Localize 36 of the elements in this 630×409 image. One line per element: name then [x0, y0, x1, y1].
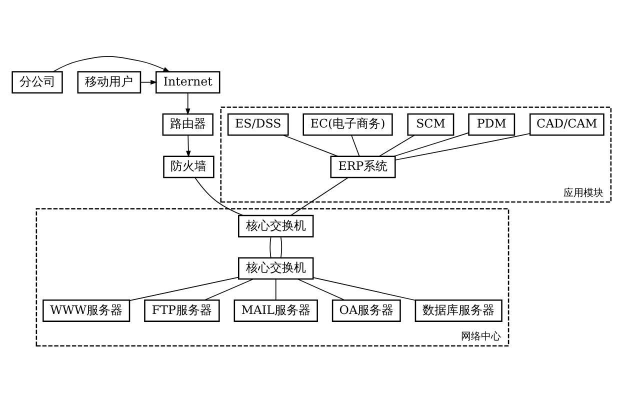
- node-box: 核心交换机: [238, 257, 314, 280]
- connector: [283, 134, 338, 157]
- arrow: [186, 92, 190, 116]
- connector: [194, 177, 244, 216]
- node-box: SCM: [407, 113, 454, 136]
- arrow: [186, 134, 191, 158]
- connector: [280, 236, 282, 258]
- node-box: 防火墙: [163, 156, 214, 178]
- node-box: WWW服务器: [42, 300, 130, 322]
- arrow: [140, 80, 158, 85]
- connector: [312, 277, 416, 301]
- connector: [394, 133, 530, 160]
- node-box: PDM: [468, 113, 516, 136]
- node-box: MAIL服务器: [234, 300, 318, 322]
- node-box: CAD/CAM: [529, 113, 604, 136]
- arrow: [53, 56, 170, 72]
- node-box: 移动用户: [77, 71, 142, 94]
- connector: [204, 278, 254, 301]
- node-box: Internet: [156, 71, 220, 94]
- connector: [290, 177, 349, 216]
- node-box: OA服务器: [332, 300, 401, 322]
- connector: [129, 276, 239, 302]
- node-box: 数据库服务器: [414, 300, 502, 322]
- node-box: ES/DSS: [227, 113, 289, 136]
- connector: [270, 236, 272, 258]
- node-box: 路由器: [162, 113, 214, 136]
- node-box: 核心交换机: [238, 214, 314, 238]
- node-box: FTP服务器: [144, 300, 220, 322]
- connector: [275, 278, 276, 301]
- connector: [394, 132, 470, 157]
- connector: [297, 278, 346, 301]
- node-box: EC(电子商务): [302, 113, 393, 136]
- node-box: 分公司: [12, 71, 63, 94]
- connector: [351, 134, 360, 157]
- node-box: ERP系统: [330, 156, 396, 178]
- connector: [378, 134, 415, 157]
